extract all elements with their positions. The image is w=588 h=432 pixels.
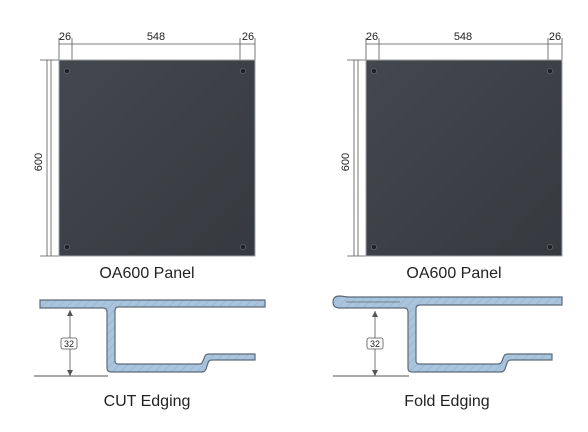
mounting-hole: [64, 244, 70, 250]
height-label-box: [60, 337, 78, 350]
dim-top-mid: 548: [147, 31, 165, 43]
arrow-down-icon: [372, 370, 378, 376]
height-label-box: [366, 337, 384, 350]
mounting-hole: [547, 244, 553, 250]
height-label: 32: [64, 339, 74, 349]
dim-side: 600: [340, 153, 352, 171]
dim-top-mid: 548: [454, 31, 472, 43]
dim-top-left: 26: [59, 31, 71, 43]
arrow-up-icon: [67, 310, 73, 316]
mounting-hole: [547, 68, 553, 74]
panel-left: 26 548 26 600 OA600 Panel: [33, 31, 256, 282]
side-dimension-left: [40, 59, 59, 257]
edging-caption: CUT Edging: [104, 393, 191, 410]
edging-caption: Fold Edging: [404, 393, 489, 410]
mounting-hole: [64, 68, 70, 74]
height-label: 32: [370, 339, 380, 349]
mounting-hole: [371, 244, 377, 250]
top-dimension-left: [58, 38, 256, 64]
fold-edging: 32 Fold Edging: [332, 295, 563, 410]
dim-side: 600: [33, 153, 45, 171]
panel-surface: [58, 59, 256, 257]
panel-caption: OA600 Panel: [406, 265, 501, 282]
mounting-hole: [240, 244, 246, 250]
arrow-up-icon: [372, 311, 378, 317]
dim-top-right: 26: [549, 31, 561, 43]
panel-caption: OA600 Panel: [99, 265, 194, 282]
dim-top-right: 26: [242, 31, 254, 43]
fold-edging-profile: [332, 295, 563, 373]
arrow-down-icon: [67, 370, 73, 376]
panel-surface: [365, 59, 563, 257]
panel-right: 26 548 26 600 OA600 Panel: [340, 31, 563, 282]
cut-edging: 32 CUT Edging: [34, 299, 266, 410]
mounting-hole: [371, 68, 377, 74]
mounting-hole: [240, 68, 246, 74]
dim-top-left: 26: [366, 31, 378, 43]
cut-edging-profile: [39, 299, 266, 373]
side-dimension-right: [347, 59, 366, 257]
